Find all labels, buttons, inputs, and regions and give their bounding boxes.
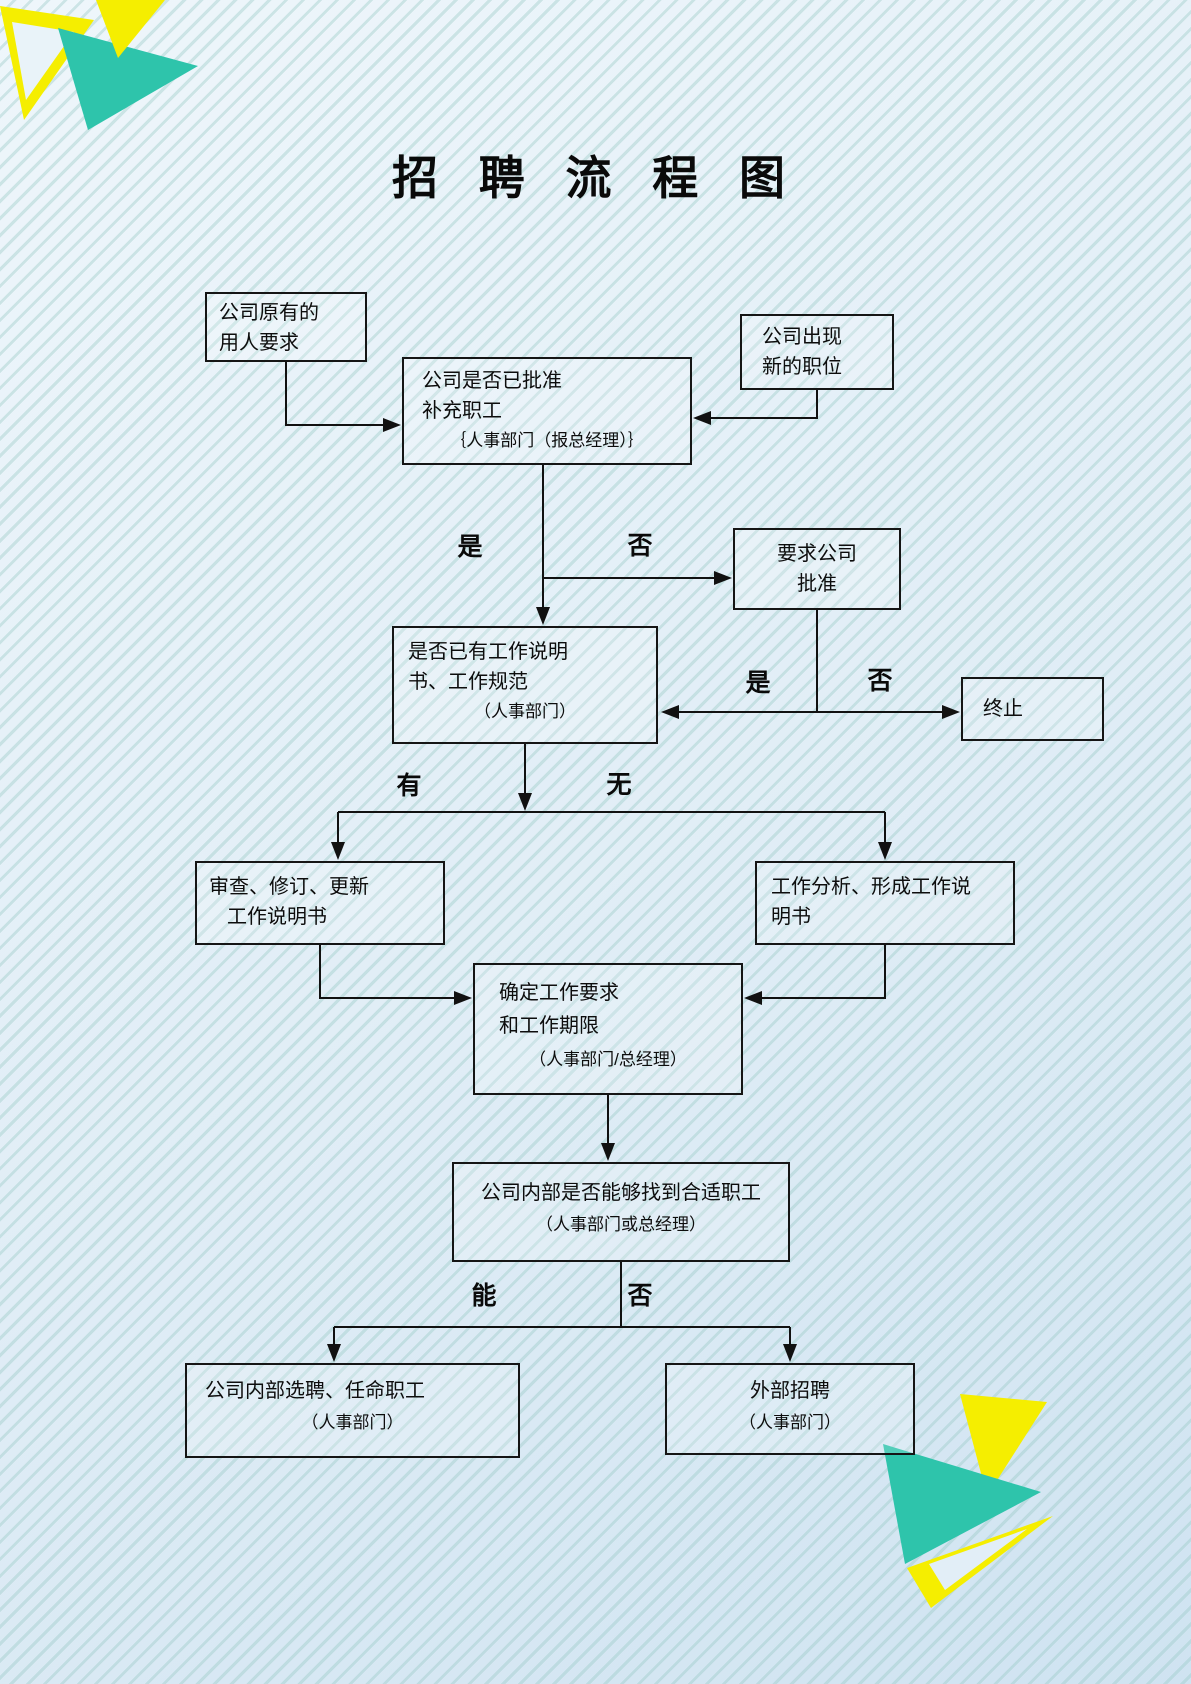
node-text: 明书 — [771, 906, 811, 928]
node-request-company-approval: 要求公司 批准 — [733, 528, 901, 610]
branch-label-yes: 是 — [745, 669, 771, 697]
node-text: 公司出现 — [762, 326, 842, 348]
node-text: 终止 — [983, 698, 1023, 720]
node-text: 外部招聘 — [750, 1380, 830, 1402]
node-text: 审查、修订、更新 — [209, 876, 369, 898]
node-text: 工作说明书 — [227, 906, 327, 928]
branch-label-no: 否 — [627, 1282, 653, 1310]
node-text: 公司是否已批准 — [422, 370, 562, 392]
node-terminate: 终止 — [961, 677, 1104, 741]
branch-label-none: 无 — [606, 771, 632, 799]
branch-label-yes: 是 — [457, 533, 483, 561]
node-internal-candidate-decision: 公司内部是否能够找到合适职工 （人事部门或总经理） — [452, 1162, 790, 1262]
node-text: 公司内部选聘、任命职工 — [205, 1380, 425, 1402]
node-existing-staffing-demand: 公司原有的 用人要求 — [205, 292, 367, 362]
node-text: 书、工作规范 — [408, 671, 528, 693]
node-subtext: （人事部门或总经理） — [536, 1215, 706, 1234]
node-subtext: （人事部门） — [474, 702, 576, 721]
branch-label-can: 能 — [471, 1282, 497, 1310]
branch-label-no: 否 — [627, 532, 653, 560]
node-job-analysis: 工作分析、形成工作说 明书 — [755, 861, 1015, 945]
node-text: 公司内部是否能够找到合适职工 — [481, 1182, 761, 1204]
node-subtext: ｛人事部门（报总经理）｝ — [449, 431, 645, 450]
node-external-recruitment: 外部招聘 （人事部门） — [665, 1363, 915, 1455]
node-new-position: 公司出现 新的职位 — [740, 314, 894, 390]
node-text: 工作分析、形成工作说 — [771, 876, 971, 898]
node-text: 要求公司 — [777, 543, 857, 565]
branch-label-have: 有 — [396, 772, 422, 800]
branch-label-no: 否 — [867, 667, 893, 695]
node-text: 确定工作要求 — [499, 982, 619, 1004]
node-text: 和工作期限 — [499, 1015, 599, 1037]
node-text: 补充职工 — [422, 400, 502, 422]
node-subtext: （人事部门） — [739, 1413, 841, 1432]
node-text: 公司原有的 — [219, 302, 319, 324]
page-title: 招 聘 流 程 图 — [391, 152, 800, 204]
node-internal-hire: 公司内部选聘、任命职工 （人事部门） — [185, 1363, 520, 1458]
node-text: 新的职位 — [762, 356, 842, 378]
node-approval-decision: 公司是否已批准 补充职工 ｛人事部门（报总经理）｝ — [402, 357, 692, 465]
node-text: 批准 — [797, 573, 837, 595]
node-define-job-requirements: 确定工作要求 和工作期限 （人事部门/总经理） — [473, 963, 743, 1095]
node-review-update-job-description: 审查、修订、更新 工作说明书 — [195, 861, 445, 945]
node-text: 是否已有工作说明 — [408, 641, 568, 663]
node-subtext: （人事部门） — [301, 1413, 404, 1432]
node-has-job-description-decision: 是否已有工作说明 书、工作规范 （人事部门） — [392, 626, 658, 744]
node-text: 用人要求 — [219, 332, 299, 354]
node-subtext: （人事部门/总经理） — [529, 1050, 687, 1069]
